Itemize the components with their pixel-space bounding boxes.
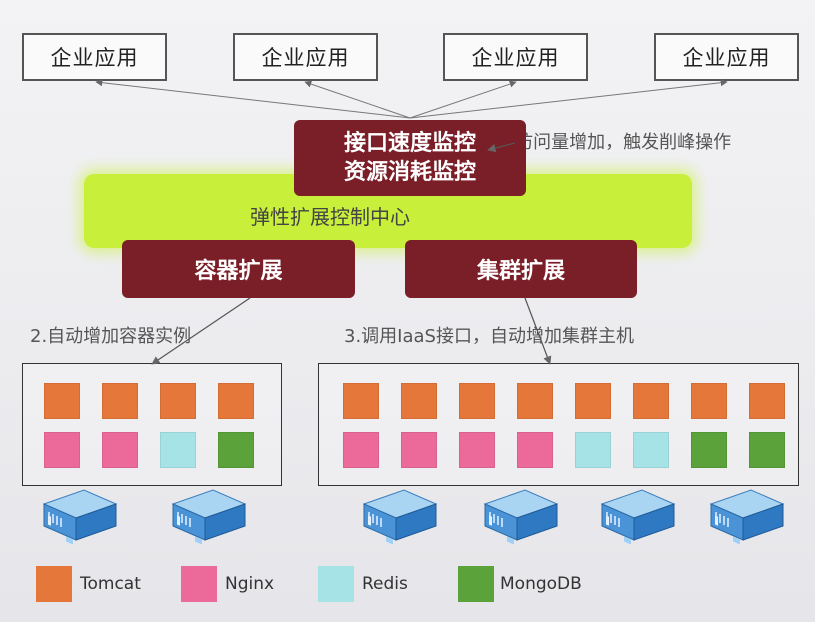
instance-tomcat bbox=[401, 383, 437, 419]
legend-swatch-nginx bbox=[181, 566, 217, 602]
legend-label-redis: Redis bbox=[362, 574, 408, 594]
instance-nginx bbox=[102, 432, 138, 468]
instance-mongodb bbox=[218, 432, 254, 468]
cluster-expand-box: 集群扩展 bbox=[405, 240, 637, 298]
instance-tomcat bbox=[691, 383, 727, 419]
note-add-container: 2.自动增加容器实例 bbox=[30, 326, 192, 347]
arrow-to-app-1 bbox=[95, 79, 411, 119]
enterprise-app-label: 企业应用 bbox=[682, 46, 771, 70]
instance-nginx bbox=[44, 432, 80, 468]
enterprise-app-3: 企业应用 bbox=[443, 33, 588, 81]
server-icon bbox=[705, 484, 787, 545]
instance-tomcat bbox=[633, 383, 669, 419]
arrow-to-app-3 bbox=[409, 80, 517, 119]
enterprise-app-1: 企业应用 bbox=[22, 33, 167, 81]
server-icon bbox=[358, 484, 440, 545]
arrow-to-app-4 bbox=[409, 79, 728, 119]
instance-tomcat bbox=[575, 383, 611, 419]
container-expand-label: 容器扩展 bbox=[194, 259, 283, 284]
instance-mongodb bbox=[691, 432, 727, 468]
server-icon bbox=[479, 484, 561, 545]
enterprise-app-4: 企业应用 bbox=[654, 33, 799, 81]
arrow-to-app-2 bbox=[304, 80, 411, 119]
monitor-box: 接口速度监控 资源消耗监控 bbox=[294, 120, 526, 196]
enterprise-app-label: 企业应用 bbox=[50, 46, 139, 70]
monitor-line-speed: 接口速度监控 bbox=[343, 131, 476, 156]
instance-mongodb bbox=[749, 432, 785, 468]
monitor-line-resource: 资源消耗监控 bbox=[343, 160, 476, 185]
instance-nginx bbox=[401, 432, 437, 468]
server-icon bbox=[38, 484, 120, 545]
instance-tomcat bbox=[44, 383, 80, 419]
cluster-expand-label: 集群扩展 bbox=[476, 259, 565, 284]
instance-tomcat bbox=[218, 383, 254, 419]
legend-label-mongodb: MongoDB bbox=[500, 574, 582, 594]
container-expand-box: 容器扩展 bbox=[122, 240, 355, 298]
server-icon bbox=[596, 484, 678, 545]
instance-nginx bbox=[517, 432, 553, 468]
instance-tomcat bbox=[749, 383, 785, 419]
enterprise-app-2: 企业应用 bbox=[233, 33, 378, 81]
legend-label-tomcat: Tomcat bbox=[80, 574, 141, 594]
legend-label-nginx: Nginx bbox=[225, 574, 275, 594]
note-peak-shaving: 1.访问量增加，触发削峰操作 bbox=[498, 132, 732, 153]
legend-swatch-tomcat bbox=[36, 566, 72, 602]
instance-tomcat bbox=[459, 383, 495, 419]
instance-redis bbox=[575, 432, 611, 468]
note-add-host: 3.调用IaaS接口，自动增加集群主机 bbox=[344, 326, 634, 347]
instance-nginx bbox=[459, 432, 495, 468]
instance-tomcat bbox=[102, 383, 138, 419]
legend-swatch-redis bbox=[318, 566, 354, 602]
instance-tomcat bbox=[160, 383, 196, 419]
instance-tomcat bbox=[343, 383, 379, 419]
instance-tomcat bbox=[517, 383, 553, 419]
instance-redis bbox=[633, 432, 669, 468]
enterprise-app-label: 企业应用 bbox=[471, 46, 560, 70]
enterprise-app-label: 企业应用 bbox=[261, 46, 350, 70]
legend-swatch-mongodb bbox=[458, 566, 494, 602]
instance-nginx bbox=[343, 432, 379, 468]
server-icon bbox=[167, 484, 249, 545]
instance-redis bbox=[160, 432, 196, 468]
control-center-label: 弹性扩展控制中心 bbox=[250, 205, 410, 229]
